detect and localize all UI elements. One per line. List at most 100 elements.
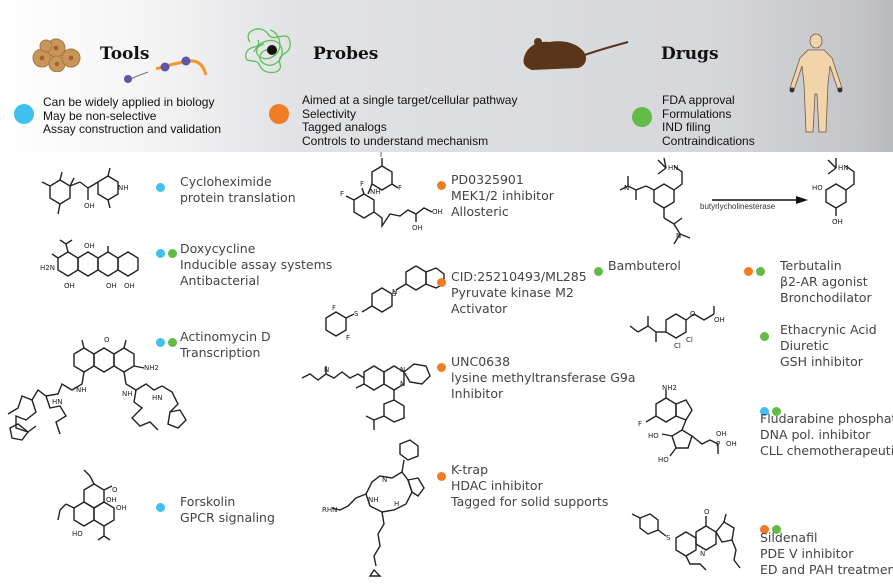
probes-title: Probes [313,44,379,64]
probes-category-dot [437,181,446,190]
compound-name: CID:25210493/ML285 [451,269,587,284]
atom-label: O [104,336,110,344]
terbutalin-structure: HN HO OH [806,158,876,238]
forskolin-dots [156,497,168,516]
atom-label: S [354,310,359,318]
compound-note: lysine methyltransferase G9a [451,370,636,385]
probes-bullet: Aimed at a single target/cellular pathwa… [302,93,518,107]
probes-category-dot [437,278,446,287]
atom-label: H [394,500,399,508]
ml285-label: CID:25210493/ML285 Pyruvate kinase M2 Ac… [451,269,587,317]
k-trap-structure: RHN N NH H [322,439,442,580]
actinomycin-label: Actinomycin D Transcription [180,329,271,361]
tools-category-dot [156,338,165,347]
atom-label: OH [106,282,117,290]
actinomycin-d-structure: NH2 O NH NH HN HN [2,334,192,444]
forskolin-structure: OH OH HO O [54,469,144,552]
probes-bullet: Controls to understand mechanism [302,133,489,148]
atom-label: N [400,366,405,374]
drugs-bullets: FDA approval Formulations IND filing Con… [662,93,755,148]
unc0638-structure: N N N [300,358,440,440]
atom-label: N [324,366,329,374]
compound-name: Forskolin [180,494,236,509]
drugs-category-dot [756,267,765,276]
atom-label: OH [714,316,725,324]
mouse-icon [522,34,630,74]
drugs-bullet: IND filing [662,120,711,134]
tools-category-dot [156,183,165,192]
doxycycline-dots [156,243,180,262]
atom-label: HN [152,394,163,402]
compound-note: Activator [451,301,508,316]
atom-label: OH [106,496,117,504]
compound-name: Bambuterol [608,258,681,273]
atom-label: N [400,380,405,388]
probes-bullets: Aimed at a single target/cellular pathwa… [302,93,518,148]
compound-name: K-trap [451,462,489,477]
tools-bullet: May be non-selective [43,108,157,123]
atom-label: S [666,534,671,542]
compound-name: PD0325901 [451,172,524,187]
terbutalin-label: Terbutalin β2-AR agonist Bronchodilator [780,258,872,306]
atom-label: OH [64,282,75,290]
drugs-category-dot [594,267,603,276]
compound-name: Fludarabine phosphate [760,411,893,426]
doxycycline-structure: H2N OH OH OH OH [40,239,144,296]
compound-name: Actinomycin D [180,329,271,344]
reaction-arrow [712,190,808,204]
k-trap-dots [437,466,449,485]
atom-label: Cl [674,342,681,350]
atom-label: F [360,180,364,188]
tools-category-dot [156,249,165,258]
tools-bullets: Can be widely applied in biology May be … [43,95,221,137]
atom-label: HN [838,164,849,172]
cycloheximide-label: Cycloheximide protein translation [180,174,296,206]
bambuterol-label: Bambuterol [608,258,681,274]
compound-note: GPCR signaling [180,510,275,525]
compound-note: Pyruvate kinase M2 [451,285,574,300]
atom-label: OH [84,202,95,210]
atom-label: OH [726,440,737,448]
pd0325901-structure: I F F F NH OH OH [334,151,454,242]
atom-label: N [700,550,705,558]
fludarabine-label: Fludarabine phosphate DNA pol. inhibitor… [760,411,893,459]
compound-note: MEK1/2 inhibitor [451,188,554,203]
unc0638-dots [437,357,449,376]
doxycycline-label: Doxycycline Inducible assay systems Anti… [180,241,332,289]
k-trap-label: K-trap HDAC inhibitor Tagged for solid s… [451,462,608,510]
compound-name: Cycloheximide [180,174,272,189]
atom-label: F [638,420,642,428]
compound-note: protein translation [180,190,296,205]
ethacrynic-acid-structure: OH Cl Cl O [622,306,752,362]
atom-label: HO [812,184,823,192]
tools-dot [14,104,34,124]
bambuterol-structure: HN N N [608,157,718,260]
atom-label: HO [658,456,669,464]
atom-label: O [704,508,710,516]
bambuterol-dots [594,261,606,280]
compound-note: Antibacterial [180,273,260,288]
ethacrynic-dots [760,326,772,345]
sildenafil-structure: S O N [624,508,760,582]
enzyme-label: butyrlycholinesterase [700,202,776,211]
fludarabine-structure: NH2 F HO HO OH OH P [630,384,760,490]
atom-label: HO [72,530,83,538]
atom-label: OH [832,218,843,226]
ml285-structure: S N S F F [316,264,446,348]
atom-label: N [676,232,681,240]
atom-label: P [716,440,720,448]
drugs-category-dot [168,338,177,347]
unc0638-label: UNC0638 lysine methyltransferase G9a Inh… [451,354,636,402]
tools-category-dot [156,503,165,512]
compound-note: HDAC inhibitor [451,478,543,493]
probes-bullet: Tagged analogs [302,120,387,134]
protein-probe-icon [240,22,296,78]
header-banner: Tools Can be widely applied in biology M… [0,0,893,152]
cells-icon [32,38,84,73]
atom-label: F [398,184,402,192]
probes-dot [269,104,289,124]
fludarabine-dots [760,401,784,420]
compound-note: GSH inhibitor [780,354,863,369]
tools-category-dot [760,407,769,416]
atom-label: N [392,288,397,296]
